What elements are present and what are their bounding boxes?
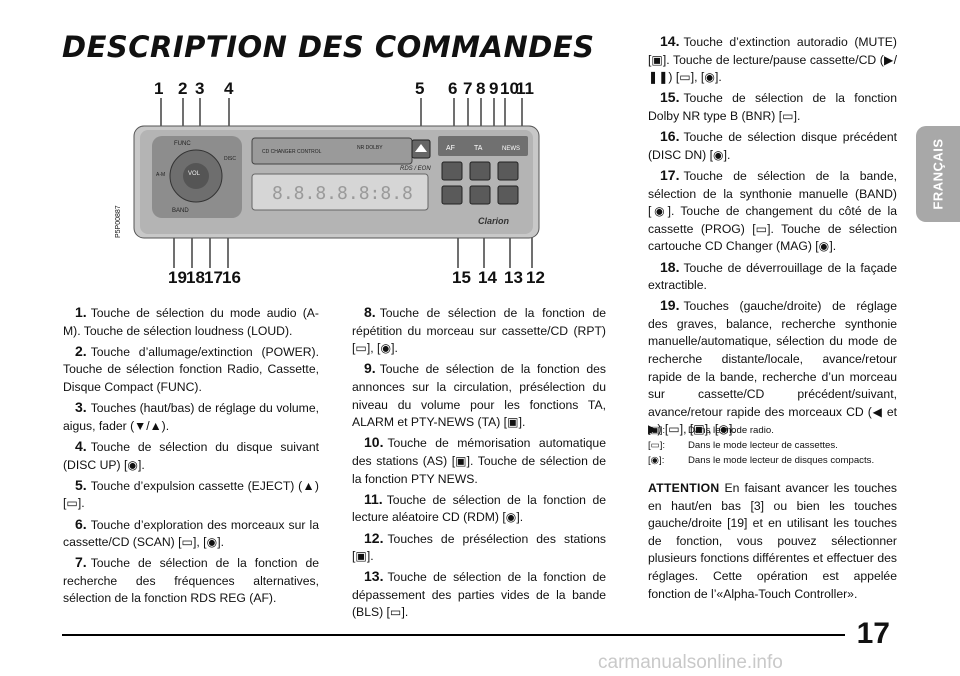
callout-9: 9 (489, 79, 498, 98)
column-3: 14.Touche d’extinction autoradio (MUTE) … (648, 33, 897, 442)
attention-note: ATTENTION En faisant avancer les touches… (648, 480, 897, 603)
callout-14: 14 (478, 268, 497, 287)
callout-10: 10 (500, 79, 519, 98)
figure-code: P5P00887 (115, 205, 122, 238)
radio-illustration: 1 2 3 4 5 6 7 8 9 10 11 19 18 17 16 15 1… (115, 79, 545, 287)
item-2: 2.Touche d’allumage/extinction (POWER). … (63, 342, 319, 394)
item-3: 3.Touches (haut/bas) de réglage du volum… (63, 399, 319, 433)
dolby-label: NR DOLBY (357, 145, 383, 151)
item-12: 12.Touches de présélection des stations … (352, 529, 606, 564)
display-digits: 8.8.8.8.8:8.8 (272, 183, 413, 204)
legend-row-cassette: [▭]:Dans le mode lecteur de cassettes. (648, 439, 838, 451)
language-tab: FRANÇAIS (916, 126, 960, 222)
item-14: 14.Touche d’extinction autoradio (MUTE) … (648, 33, 897, 85)
legend-row-radio: [▣]:Dans le mode radio. (648, 425, 774, 436)
disc-label: DISC (224, 156, 236, 162)
item-9: 9.Touche de sélection de la fonction des… (352, 360, 606, 430)
am-label: A-M (156, 172, 165, 178)
rds-label: RDS / EON (400, 166, 431, 172)
callout-15: 15 (452, 268, 471, 287)
item-6: 6.Touche d’exploration des morceaux sur … (63, 515, 319, 550)
ta-label: TA (474, 145, 483, 152)
item-8: 8.Touche de sélection de la fonction de … (352, 304, 606, 356)
item-11: 11.Touche de sélection de la fonction de… (352, 490, 606, 525)
callout-12: 12 (526, 268, 545, 287)
callout-3: 3 (195, 79, 204, 98)
item-17: 17.Touche de sélection de la bande, séle… (648, 166, 897, 254)
callout-4: 4 (224, 79, 234, 98)
item-15: 15.Touche de sélection de la fonction Do… (648, 89, 897, 123)
callout-17: 17 (204, 268, 223, 287)
af-label: AF (446, 145, 455, 152)
column-1: 1.Touche de sélection du mode audio (A-M… (63, 304, 319, 611)
attention-label: ATTENTION (648, 481, 720, 495)
callout-18: 18 (186, 268, 205, 287)
item-13: 13.Touche de sélection de la fonction de… (352, 568, 606, 620)
item-16: 16.Touche de sélection disque précédent … (648, 128, 897, 162)
column-2: 8.Touche de sélection de la fonction de … (352, 304, 606, 625)
band-label: BAND (172, 208, 189, 214)
item-4: 4.Touche de sélection du disque suivant … (63, 437, 319, 472)
language-tab-label: FRANÇAIS (930, 138, 946, 210)
vol-label: VOL (188, 171, 201, 177)
callout-2: 2 (178, 79, 187, 98)
callout-5: 5 (415, 79, 424, 98)
footer-rule (62, 634, 845, 636)
item-5: 5.Touche d’expulsion cassette (EJECT) (▲… (63, 476, 319, 511)
item-19: 19.Touches (gauche/droite) de réglage de… (648, 297, 897, 437)
page-title: DESCRIPTION DES COMMANDES (62, 30, 595, 64)
callout-6: 6 (448, 79, 457, 98)
item-18: 18.Touche de déverrouillage de la façade… (648, 258, 897, 293)
callout-13: 13 (504, 268, 523, 287)
mode-legend: [▣]:Dans le mode radio. [▭]:Dans le mode… (648, 424, 898, 468)
callout-19: 19 (168, 268, 187, 287)
item-10: 10.Touche de mémorisation automatique de… (352, 434, 606, 486)
brand-label: Clarion (478, 216, 510, 226)
callout-7: 7 (463, 79, 472, 98)
callout-11: 11 (516, 79, 534, 98)
watermark: carmanualsonline.info (598, 652, 783, 673)
func-label: FUNC (174, 141, 191, 147)
item-1: 1.Touche de sélection du mode audio (A-M… (63, 304, 319, 338)
page-number: 17 (856, 617, 890, 650)
callout-16: 16 (222, 268, 241, 287)
item-7: 7.Touche de sélection de la fonction de … (63, 554, 319, 606)
changer-label: CD CHANGER CONTROL (262, 149, 322, 155)
attention-text: En faisant avancer les touches en haut/e… (648, 481, 898, 601)
legend-row-cd: [◉]:Dans le mode lecteur de disques comp… (648, 454, 875, 466)
callout-1: 1 (154, 79, 163, 98)
callout-8: 8 (476, 79, 485, 98)
news-label: NEWS (502, 146, 520, 152)
